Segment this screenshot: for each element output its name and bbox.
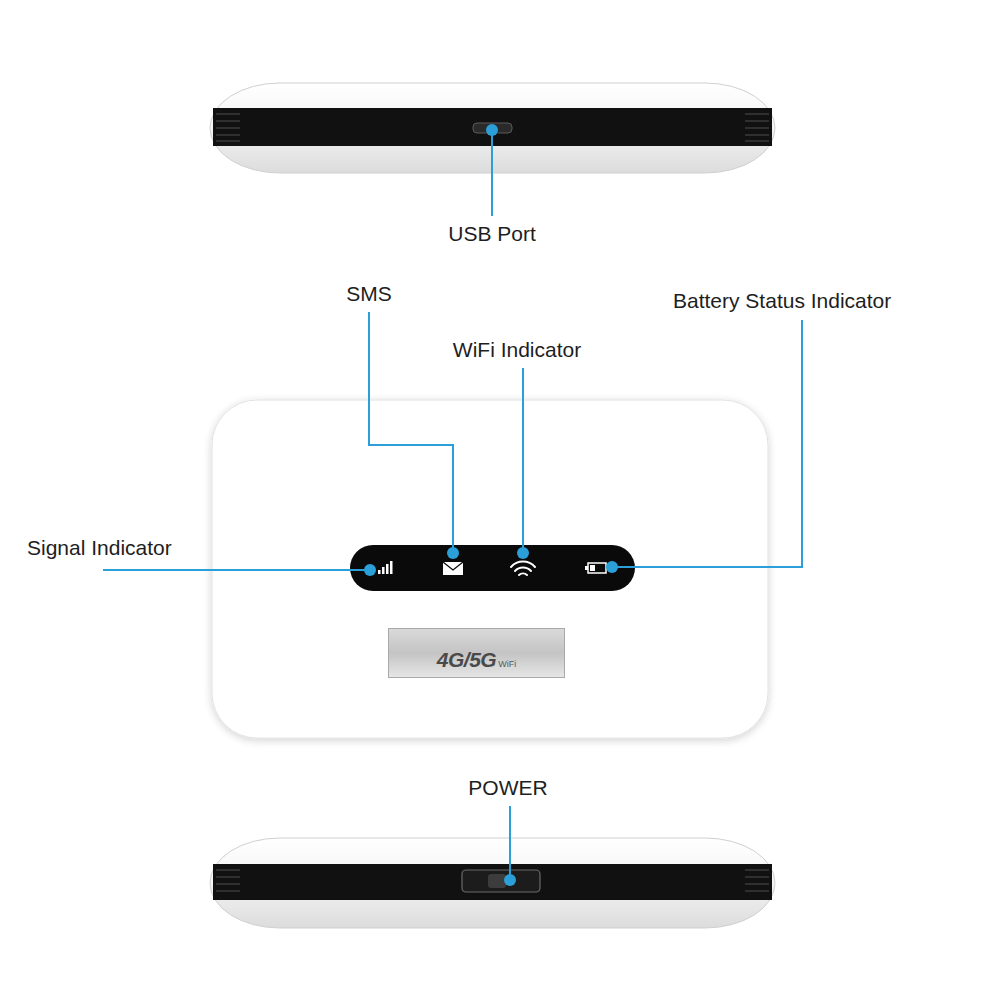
wifi-mark: WiFi bbox=[498, 658, 516, 670]
bottom-side-view bbox=[210, 806, 775, 928]
callout-dot bbox=[447, 547, 459, 559]
groove bbox=[216, 883, 240, 885]
groove bbox=[216, 113, 240, 115]
groove bbox=[745, 890, 769, 892]
callout-dot bbox=[517, 547, 529, 559]
groove bbox=[745, 869, 769, 871]
leader-line bbox=[103, 569, 370, 571]
wifi-arc bbox=[519, 573, 527, 575]
envelope-body bbox=[443, 562, 463, 575]
callout-dots bbox=[364, 547, 618, 576]
groove bbox=[745, 127, 769, 129]
battery-body bbox=[588, 563, 606, 573]
indicator-panel bbox=[350, 545, 635, 591]
battery-tip bbox=[585, 566, 588, 570]
port-label: USB Port bbox=[448, 222, 536, 246]
sms-icon bbox=[443, 562, 463, 575]
wifi-arc bbox=[511, 562, 535, 567]
switch-knob bbox=[488, 874, 506, 888]
indicator-label: Battery Status Indicator bbox=[673, 289, 891, 313]
groove bbox=[745, 134, 769, 136]
battery-level bbox=[590, 565, 595, 571]
leader-line bbox=[491, 130, 493, 216]
groove bbox=[216, 140, 240, 142]
button-label: POWER bbox=[468, 776, 547, 800]
signal-bar bbox=[382, 567, 385, 574]
leader-line bbox=[612, 320, 802, 567]
network-mark: 4G/5G bbox=[437, 647, 496, 673]
indicator-label: Signal Indicator bbox=[27, 536, 172, 560]
indicator-label: WiFi Indicator bbox=[453, 338, 581, 362]
callout-dot bbox=[364, 564, 376, 576]
signal-icon bbox=[378, 561, 393, 574]
groove bbox=[745, 883, 769, 885]
model-sticker: 4G/5GWiFi bbox=[388, 628, 565, 678]
wifi-icon bbox=[511, 562, 535, 575]
front-view bbox=[103, 312, 802, 738]
groove bbox=[216, 120, 240, 122]
groove bbox=[216, 890, 240, 892]
groove bbox=[216, 134, 240, 136]
groove bbox=[745, 113, 769, 115]
leader-lines bbox=[103, 312, 802, 570]
groove bbox=[745, 140, 769, 142]
signal-bar bbox=[390, 561, 393, 574]
callout-dot bbox=[504, 874, 516, 886]
leader-line bbox=[522, 368, 524, 553]
groove bbox=[216, 876, 240, 878]
groove bbox=[745, 876, 769, 878]
leader-line bbox=[509, 806, 511, 880]
signal-bar bbox=[386, 564, 389, 574]
groove bbox=[216, 127, 240, 129]
leader-line bbox=[369, 312, 453, 553]
groove bbox=[216, 869, 240, 871]
grip-grooves bbox=[216, 870, 769, 891]
callout-dot bbox=[486, 124, 498, 136]
groove bbox=[745, 120, 769, 122]
device-shell bbox=[210, 838, 775, 928]
indicator-label: SMS bbox=[346, 282, 392, 306]
envelope-flap bbox=[443, 562, 463, 570]
power-switch bbox=[462, 870, 540, 892]
signal-bar bbox=[378, 570, 381, 574]
callout-dot bbox=[606, 561, 618, 573]
battery-icon bbox=[585, 563, 606, 573]
wifi-arc bbox=[515, 568, 531, 571]
black-band bbox=[213, 864, 772, 900]
top-side-view bbox=[210, 83, 775, 216]
